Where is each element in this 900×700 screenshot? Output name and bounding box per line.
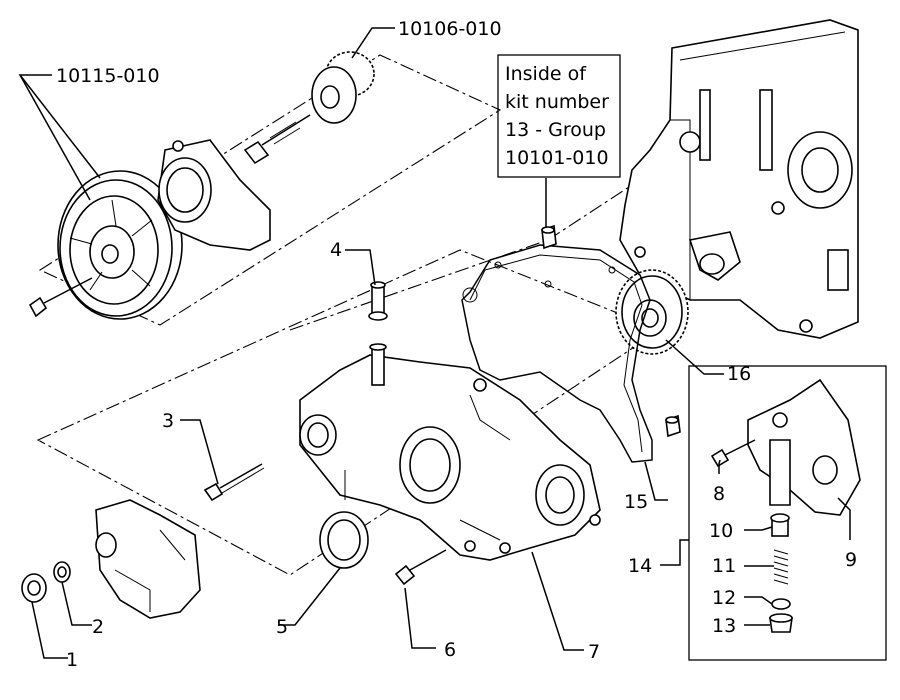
- callout-7: 7: [588, 641, 600, 663]
- gasket: [461, 244, 653, 463]
- engine-block: [619, 19, 859, 339]
- part-number-idler-pulley: 10106-010: [398, 18, 502, 40]
- callout-2: 2: [92, 616, 104, 638]
- callout-1: 1: [66, 649, 78, 671]
- oil-pump-detail: [710, 378, 861, 633]
- callout-3: 3: [162, 410, 174, 432]
- bolt-3: [203, 463, 265, 502]
- crank-gear: [615, 269, 689, 355]
- washer-2: [53, 561, 71, 583]
- kit-note-line-3: 13 - Group: [505, 119, 606, 141]
- callout-6: 6: [444, 639, 456, 661]
- kit-note-line-4: 10101-010: [505, 147, 609, 169]
- leader-lines: [18, 27, 851, 659]
- idler-bracket: [157, 139, 271, 251]
- plug-1: [21, 573, 47, 603]
- callout-4: 4: [330, 239, 342, 261]
- callout-14: 14: [628, 555, 652, 577]
- callout-5: 5: [276, 616, 288, 638]
- callout-16: 16: [727, 363, 751, 385]
- part-number-crank-pulley: 10115-010: [56, 65, 160, 87]
- bolt-6: [394, 549, 447, 586]
- callout-8: 8: [713, 483, 725, 505]
- timing-cover: [299, 354, 601, 561]
- callout-15: 15: [624, 491, 648, 513]
- callout-12: 12: [712, 587, 736, 609]
- stud-4: [368, 281, 388, 386]
- kit-note-box: [497, 54, 621, 178]
- callout-9: 9: [845, 549, 857, 571]
- callout-13: 13: [712, 615, 736, 637]
- callout-10: 10: [709, 520, 733, 542]
- kit-note-line-1: Inside of: [505, 63, 587, 85]
- kit-note-line-2: kit number: [505, 91, 609, 113]
- crankshaft-pulley: [57, 170, 183, 320]
- idler-pulley: [243, 51, 375, 165]
- dowel-pins: [541, 224, 681, 438]
- thermostat-housing: [95, 499, 201, 619]
- pulley-bolt: [28, 277, 93, 318]
- oil-seal-5: [319, 511, 369, 569]
- detail-inset-box: [688, 365, 887, 661]
- callout-11: 11: [712, 555, 736, 577]
